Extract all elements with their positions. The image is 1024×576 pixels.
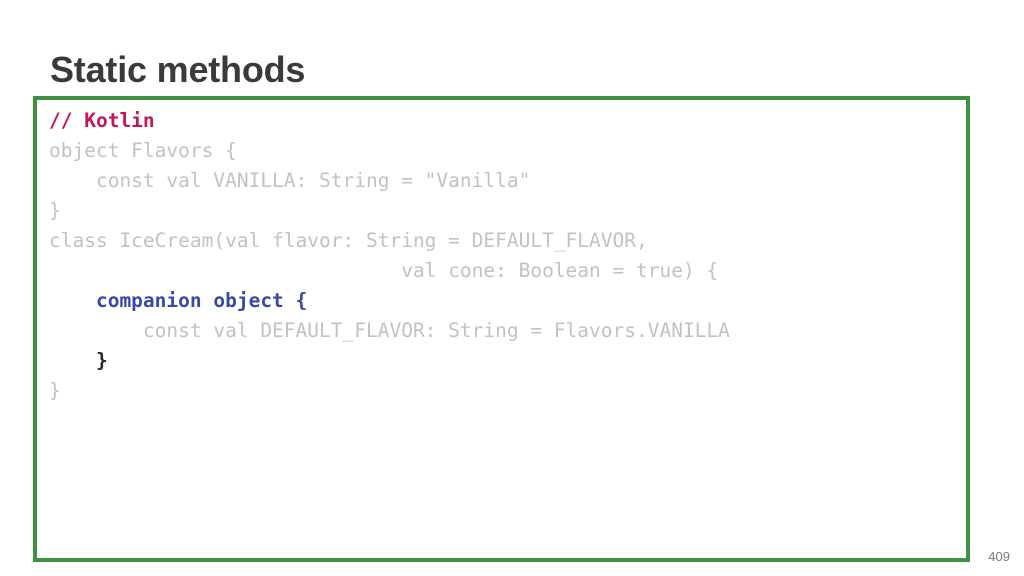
code-line: val cone: Boolean = true) { [49, 259, 719, 282]
page-title: Static methods [50, 49, 306, 90]
code-line: const val VANILLA: String = "Vanilla" [49, 169, 531, 192]
code-block-container: // Kotlin object Flavors { const val VANI… [33, 96, 970, 562]
code-line: } [49, 199, 61, 222]
code-line: // Kotlin [49, 109, 155, 132]
code-line: companion object { [49, 289, 308, 312]
code-line: } [49, 379, 61, 402]
code-line: object Flavors { [49, 139, 237, 162]
code-listing: // Kotlin object Flavors { const val VANI… [49, 106, 962, 406]
code-line: class IceCream(val flavor: String = DEFA… [49, 229, 648, 252]
code-line: } [49, 349, 108, 372]
page-number: 409 [988, 549, 1010, 564]
code-line: const val DEFAULT_FLAVOR: String = Flavo… [49, 319, 730, 342]
